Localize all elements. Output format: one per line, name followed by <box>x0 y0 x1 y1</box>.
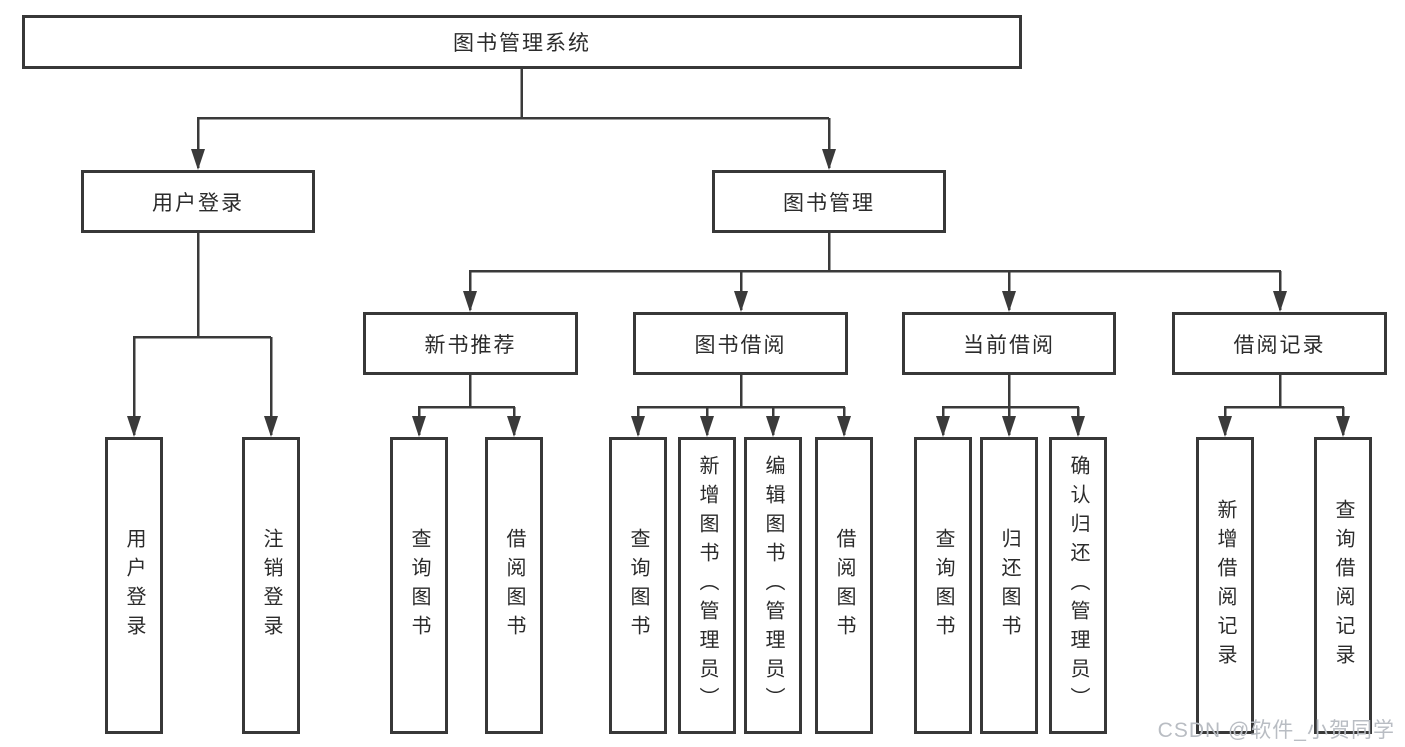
leaf-query-borrow-record-label: 查询借阅记录 <box>1332 498 1354 673</box>
arrowhead <box>1218 416 1232 437</box>
leaf-query-books-1: 查询图书 <box>390 437 448 734</box>
leaf-edit-book-admin: 编辑图书（管理员） <box>744 437 802 734</box>
node-borrow-records-label: 借阅记录 <box>1233 333 1326 357</box>
leaf-borrow-books-2-label: 借阅图书 <box>833 527 855 644</box>
arrowhead <box>412 416 426 437</box>
edge-root-split <box>196 69 831 168</box>
arrowhead <box>507 416 521 437</box>
leaf-query-books-2: 查询图书 <box>609 437 667 734</box>
arrowhead <box>837 416 851 437</box>
leaf-borrow-books-1-label: 借阅图书 <box>503 527 525 644</box>
arrowhead <box>127 416 141 437</box>
leaf-logout: 注销登录 <box>242 437 300 734</box>
arrowhead <box>631 416 645 437</box>
leaf-user-login-label: 用户登录 <box>123 527 145 644</box>
leaf-borrow-books-1: 借阅图书 <box>485 437 543 734</box>
arrowhead <box>822 149 836 170</box>
arrowhead <box>1273 291 1287 312</box>
arrowhead <box>734 291 748 312</box>
node-user-login: 用户登录 <box>81 170 315 233</box>
tree-edges <box>132 69 1345 435</box>
node-user-login-label: 用户登录 <box>152 191 244 215</box>
node-book-borrow: 图书借阅 <box>633 312 848 375</box>
node-new-book-recommend-label: 新书推荐 <box>424 333 517 357</box>
arrowhead <box>766 416 780 437</box>
edge-borrow-records-split <box>1223 375 1345 435</box>
leaf-return-books-label: 归还图书 <box>998 527 1020 644</box>
node-current-borrow: 当前借阅 <box>902 312 1116 375</box>
edge-book-borrow-split <box>636 375 846 435</box>
leaf-confirm-return-admin-label: 确认归还（管理员） <box>1067 455 1089 716</box>
arrowhead <box>191 149 205 170</box>
leaf-query-books-1-label: 查询图书 <box>408 527 430 644</box>
arrowhead <box>936 416 950 437</box>
node-library-system: 图书管理系统 <box>22 15 1022 69</box>
node-book-management: 图书管理 <box>712 170 946 233</box>
leaf-logout-label: 注销登录 <box>260 527 282 644</box>
leaf-add-book-admin: 新增图书（管理员） <box>678 437 736 734</box>
node-new-book-recommend: 新书推荐 <box>363 312 578 375</box>
node-library-system-label: 图书管理系统 <box>453 32 591 55</box>
arrowhead <box>264 416 278 437</box>
leaf-edit-book-admin-label: 编辑图书（管理员） <box>762 455 784 716</box>
leaf-user-login: 用户登录 <box>105 437 163 734</box>
leaf-add-borrow-record: 新增借阅记录 <box>1196 437 1254 734</box>
arrowhead <box>1336 416 1350 437</box>
leaf-query-books-3-label: 查询图书 <box>932 527 954 644</box>
node-borrow-records: 借阅记录 <box>1172 312 1387 375</box>
edge-new-rec-split <box>417 375 516 435</box>
leaf-query-books-3: 查询图书 <box>914 437 972 734</box>
leaf-add-borrow-record-label: 新增借阅记录 <box>1214 498 1236 673</box>
leaf-add-book-admin-label: 新增图书（管理员） <box>696 455 718 716</box>
edge-user-login-split <box>132 233 273 435</box>
arrowhead <box>1002 291 1016 312</box>
arrowhead <box>1002 416 1016 437</box>
leaf-query-books-2-label: 查询图书 <box>627 527 649 644</box>
arrowhead <box>700 416 714 437</box>
edge-book-mgmt-split <box>468 233 1282 310</box>
node-current-borrow-label: 当前借阅 <box>963 333 1055 357</box>
leaf-query-borrow-record: 查询借阅记录 <box>1314 437 1372 734</box>
node-book-management-label: 图书管理 <box>783 191 875 215</box>
leaf-return-books: 归还图书 <box>980 437 1038 734</box>
arrowhead <box>1071 416 1085 437</box>
csdn-watermark: CSDN @软件_小贺同学 <box>1157 719 1395 742</box>
node-book-borrow-label: 图书借阅 <box>694 333 787 357</box>
leaf-borrow-books-2: 借阅图书 <box>815 437 873 734</box>
arrowhead <box>463 291 477 312</box>
leaf-confirm-return-admin: 确认归还（管理员） <box>1049 437 1107 734</box>
arrowheads <box>127 149 1350 437</box>
